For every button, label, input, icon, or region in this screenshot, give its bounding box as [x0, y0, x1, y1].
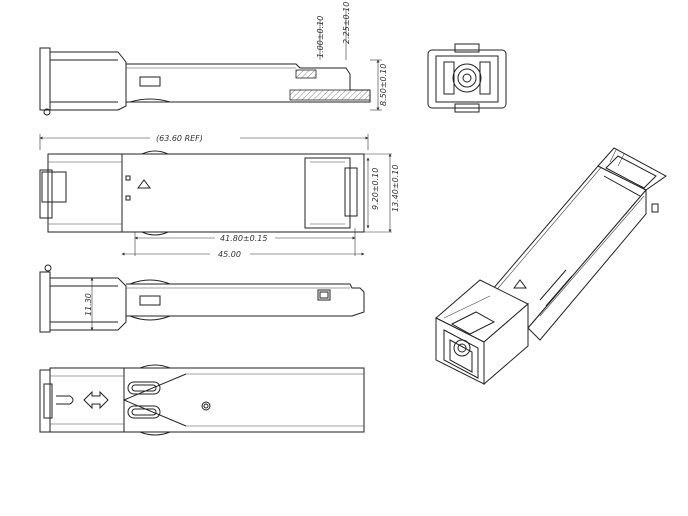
isometric-view	[435, 147, 667, 386]
dim-41-80: 41.80±0.15	[220, 234, 267, 243]
dim-45-00: 45.00	[218, 250, 241, 259]
double-arrow-icon	[83, 390, 109, 410]
bottom-view	[39, 364, 365, 436]
dim-13-40: 13.40±0.10	[391, 165, 400, 212]
side-view-bottom	[39, 264, 365, 333]
dim-2-25: 2.25±0.10	[342, 2, 351, 44]
side-view-top	[39, 10, 382, 116]
dim-63-60-ref: (63.60 REF)	[156, 134, 203, 143]
front-view	[427, 43, 507, 113]
top-view	[39, 134, 392, 256]
dim-8-50: 8.50±0.10	[379, 64, 388, 106]
dim-11-30: 11.30	[84, 293, 93, 316]
dim-9-20: 9.20±0.10	[371, 168, 380, 210]
dim-1-00: 1.00±0.10	[316, 16, 325, 58]
